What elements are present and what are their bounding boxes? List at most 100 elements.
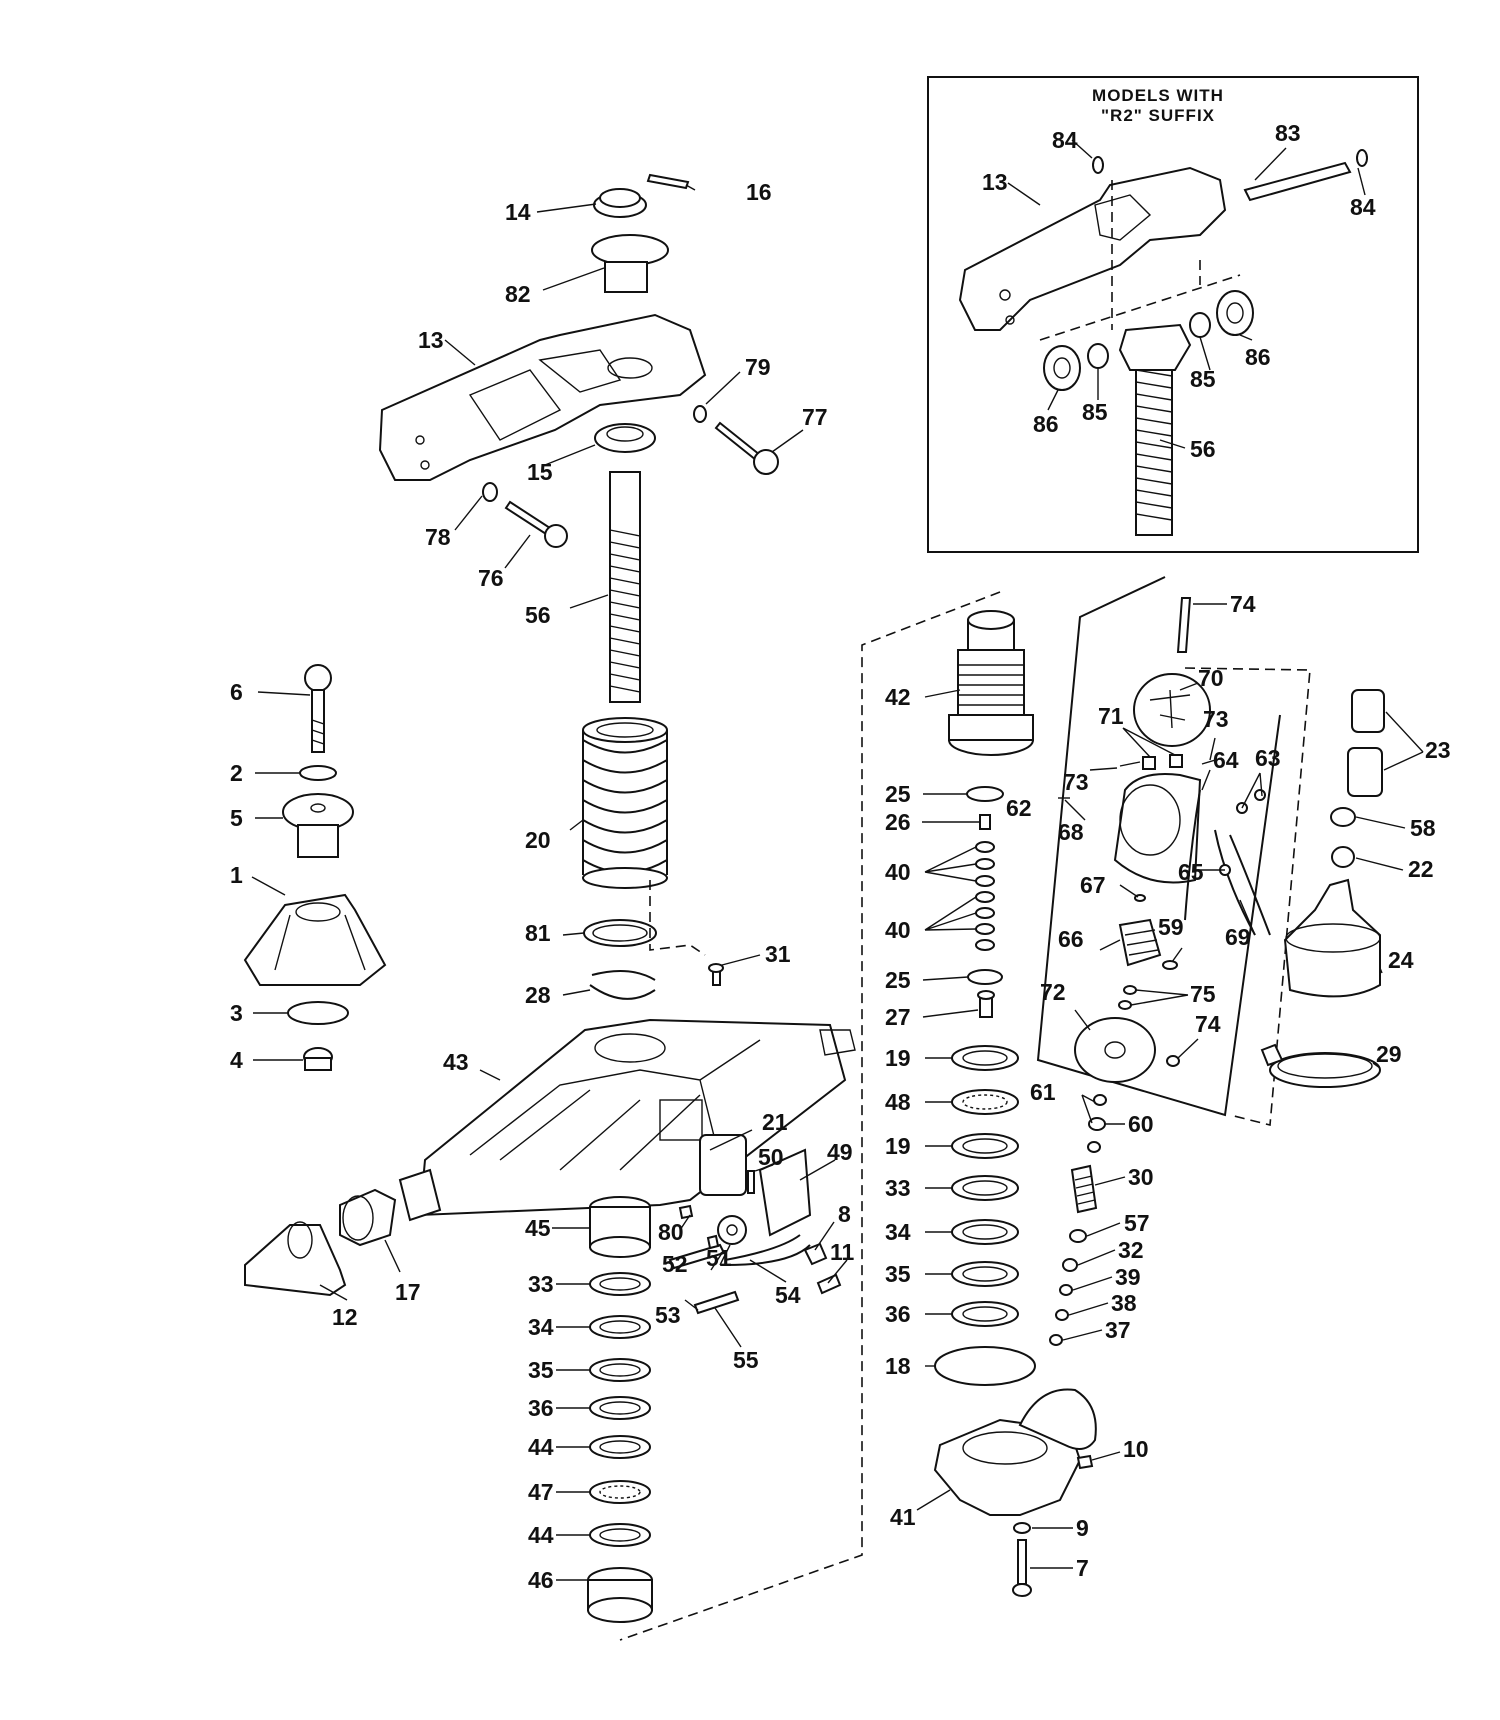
label-49: 49 bbox=[827, 1139, 853, 1165]
label-2: 2 bbox=[230, 760, 243, 786]
label-20: 20 bbox=[525, 827, 551, 853]
label-44b: 44 bbox=[528, 1522, 554, 1548]
inset-title-line2: "R2" SUFFIX bbox=[1101, 106, 1215, 125]
label-9: 9 bbox=[1076, 1515, 1089, 1541]
label-84: 84 bbox=[1052, 127, 1078, 153]
label-13: 13 bbox=[982, 169, 1008, 195]
label-44: 44 bbox=[528, 1434, 554, 1460]
label-48: 48 bbox=[885, 1089, 911, 1115]
label-62: 62 bbox=[1006, 795, 1032, 821]
label-6: 6 bbox=[230, 679, 243, 705]
label-61: 61 bbox=[1030, 1079, 1056, 1105]
label-13-main: 13 bbox=[418, 327, 444, 353]
label-34b: 34 bbox=[885, 1219, 911, 1245]
sender-parts bbox=[668, 1134, 842, 1315]
label-11: 11 bbox=[830, 1239, 855, 1265]
label-74: 74 bbox=[1230, 591, 1256, 617]
label-56: 56 bbox=[525, 602, 551, 628]
part-labels: 84 13 83 84 86 85 85 86 56 14 16 82 13 7… bbox=[230, 120, 1451, 1593]
label-33b: 33 bbox=[885, 1175, 911, 1201]
label-50: 50 bbox=[758, 1144, 784, 1170]
label-69: 69 bbox=[1225, 924, 1251, 950]
label-42: 42 bbox=[885, 684, 911, 710]
label-86: 86 bbox=[1033, 411, 1059, 437]
label-85: 85 bbox=[1082, 399, 1108, 425]
inset-r2-suffix: MODELS WITH "R2" SUFFIX bbox=[927, 76, 1419, 553]
inset-frame bbox=[927, 76, 1419, 553]
label-22: 22 bbox=[1408, 856, 1434, 882]
bracket-13 bbox=[378, 313, 707, 481]
label-47: 47 bbox=[528, 1479, 554, 1505]
label-21: 21 bbox=[762, 1109, 788, 1135]
label-86b: 86 bbox=[1245, 344, 1271, 370]
label-19b: 19 bbox=[885, 1133, 911, 1159]
label-59: 59 bbox=[1158, 914, 1184, 940]
motor-parts bbox=[1074, 597, 1271, 1083]
label-67: 67 bbox=[1080, 872, 1106, 898]
mount-parts bbox=[243, 664, 387, 1071]
label-43: 43 bbox=[443, 1049, 469, 1075]
label-70: 70 bbox=[1198, 665, 1224, 691]
label-37: 37 bbox=[1105, 1317, 1131, 1343]
label-23: 23 bbox=[1425, 737, 1451, 763]
assembly-dashed-frame bbox=[619, 591, 1001, 1641]
label-34: 34 bbox=[528, 1314, 554, 1340]
label-75: 75 bbox=[1190, 981, 1216, 1007]
label-25: 25 bbox=[885, 781, 911, 807]
label-32: 32 bbox=[1118, 1237, 1144, 1263]
steering-column-parts bbox=[378, 173, 779, 1000]
label-80: 80 bbox=[658, 1219, 684, 1245]
label-54: 54 bbox=[775, 1282, 801, 1308]
label-24: 24 bbox=[1388, 947, 1414, 973]
label-73: 73 bbox=[1203, 706, 1229, 732]
motor-can-68 bbox=[1113, 773, 1202, 884]
label-58: 58 bbox=[1410, 815, 1436, 841]
label-36b: 36 bbox=[885, 1301, 911, 1327]
lower-bearing-stack bbox=[587, 1196, 653, 1623]
label-74b: 74 bbox=[1195, 1011, 1221, 1037]
label-8: 8 bbox=[838, 1201, 851, 1227]
bracket-1 bbox=[243, 893, 387, 986]
label-41: 41 bbox=[890, 1504, 916, 1530]
leader-lines bbox=[251, 139, 1424, 1581]
label-78: 78 bbox=[425, 524, 451, 550]
label-51: 51 bbox=[706, 1245, 732, 1271]
label-81: 81 bbox=[525, 920, 551, 946]
label-25b: 25 bbox=[885, 967, 911, 993]
inset-title-line1: MODELS WITH bbox=[1092, 86, 1224, 105]
label-1: 1 bbox=[230, 862, 243, 888]
label-18: 18 bbox=[885, 1353, 911, 1379]
label-19: 19 bbox=[885, 1045, 911, 1071]
spring-20 bbox=[582, 717, 668, 889]
label-40b: 40 bbox=[885, 917, 911, 943]
label-36: 36 bbox=[528, 1395, 554, 1421]
label-64: 64 bbox=[1213, 747, 1239, 773]
label-40: 40 bbox=[885, 859, 911, 885]
label-60: 60 bbox=[1128, 1111, 1154, 1137]
label-17: 17 bbox=[395, 1279, 421, 1305]
label-10: 10 bbox=[1123, 1436, 1149, 1462]
label-63: 63 bbox=[1255, 745, 1281, 771]
swivel-housing-43 bbox=[398, 1018, 856, 1222]
label-27: 27 bbox=[885, 1004, 911, 1030]
label-77: 77 bbox=[802, 404, 828, 430]
mount-12-17 bbox=[244, 1188, 397, 1297]
label-15: 15 bbox=[527, 459, 553, 485]
label-16: 16 bbox=[746, 179, 772, 205]
label-52: 52 bbox=[662, 1251, 688, 1277]
label-55: 55 bbox=[733, 1347, 759, 1373]
label-57: 57 bbox=[1124, 1210, 1150, 1236]
label-76: 76 bbox=[478, 565, 504, 591]
reservoir-parts bbox=[1260, 689, 1385, 1088]
label-3: 3 bbox=[230, 1000, 243, 1026]
label-56-inset: 56 bbox=[1190, 436, 1216, 462]
label-39: 39 bbox=[1115, 1264, 1141, 1290]
label-4: 4 bbox=[230, 1047, 243, 1073]
label-33: 33 bbox=[528, 1271, 554, 1297]
label-12: 12 bbox=[332, 1304, 358, 1330]
label-5: 5 bbox=[230, 805, 243, 831]
label-72: 72 bbox=[1040, 979, 1066, 1005]
label-65: 65 bbox=[1178, 859, 1204, 885]
label-79: 79 bbox=[745, 354, 771, 380]
label-82: 82 bbox=[505, 281, 531, 307]
